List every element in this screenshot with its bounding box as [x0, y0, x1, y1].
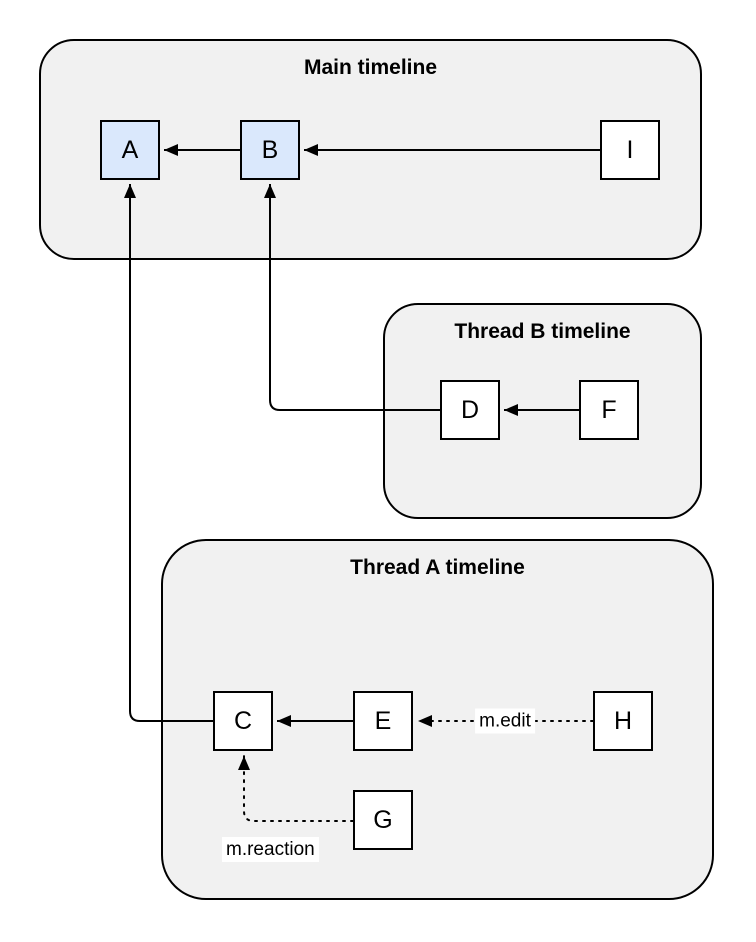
edge-label-m-edit: m.edit: [475, 708, 535, 734]
group-thread-b-timeline: Thread B timeline: [383, 303, 702, 519]
node-h: H: [593, 691, 653, 751]
group-title-thread-a-timeline: Thread A timeline: [350, 556, 525, 579]
node-g: G: [353, 790, 413, 850]
edge-label-m-reaction: m.reaction: [222, 837, 319, 862]
node-b: B: [240, 120, 300, 180]
group-title-thread-b-timeline: Thread B timeline: [454, 320, 631, 343]
group-title-main-timeline: Main timeline: [303, 56, 438, 79]
node-e: E: [353, 691, 413, 751]
node-a: A: [100, 120, 160, 180]
node-f: F: [579, 380, 639, 440]
node-i: I: [600, 120, 660, 180]
node-d: D: [440, 380, 500, 440]
node-c: C: [213, 691, 273, 751]
